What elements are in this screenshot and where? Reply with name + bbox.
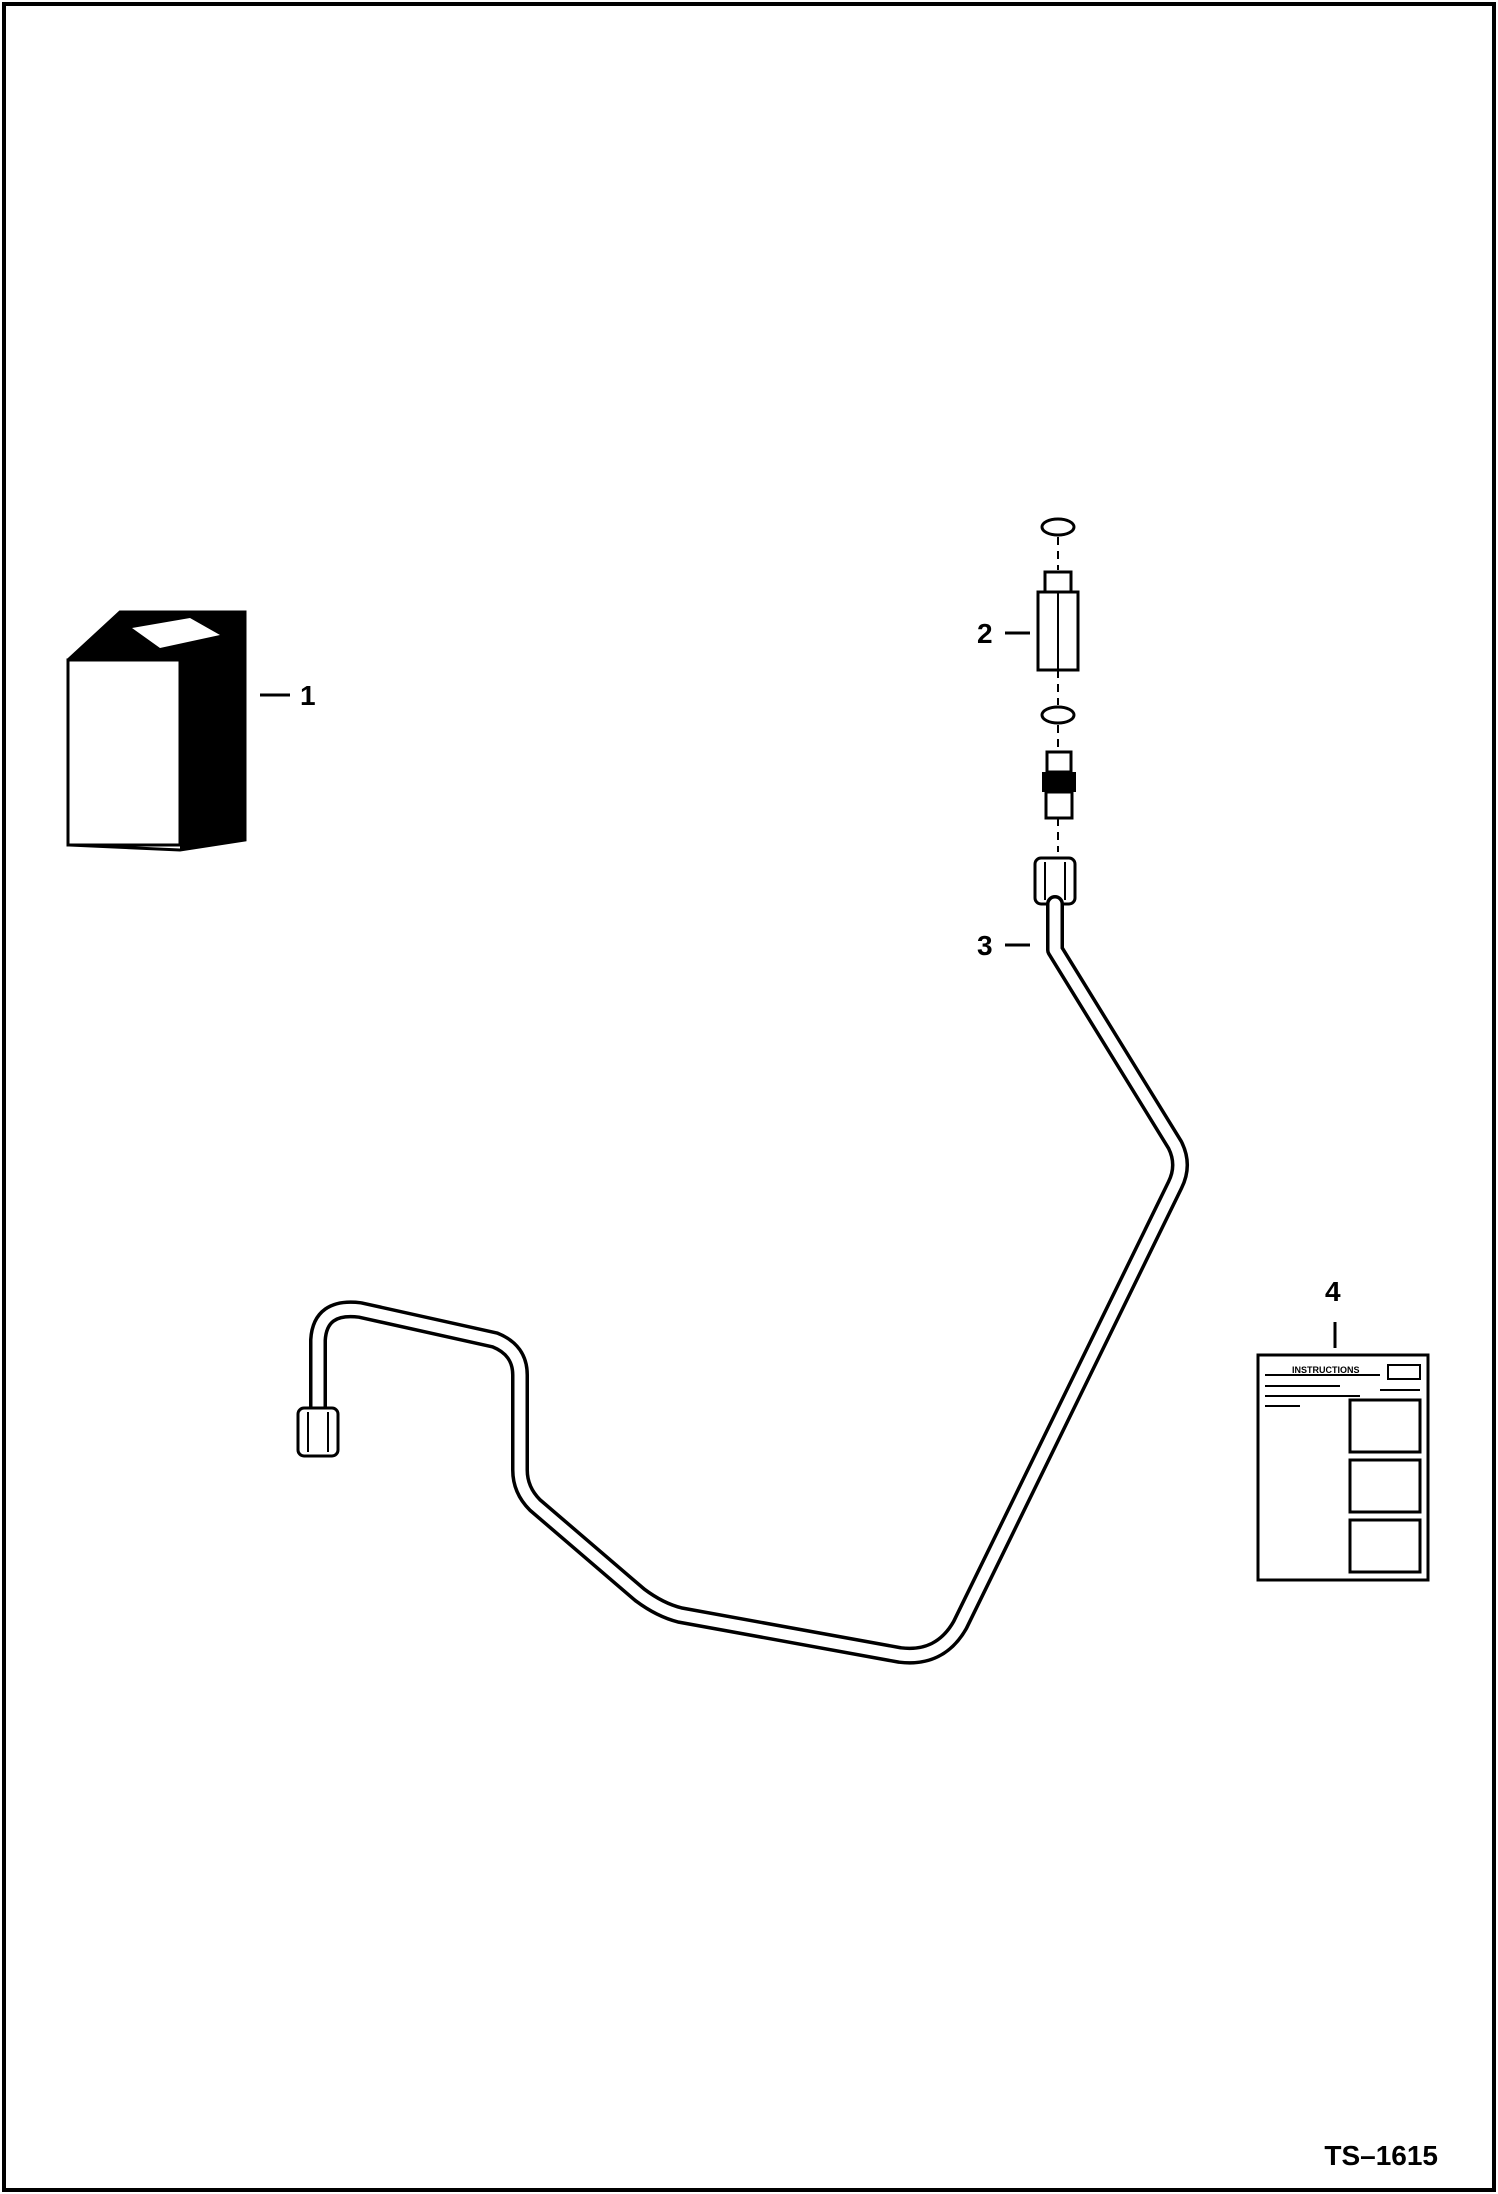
callout-item-3: 3 <box>977 930 993 961</box>
item-1-box <box>66 610 290 852</box>
callout-item-1: 1 <box>300 680 316 711</box>
callout-item-2: 2 <box>977 618 993 649</box>
callout-item-4: 4 <box>1325 1276 1341 1307</box>
item-3-tube <box>296 856 1189 1665</box>
instruction-sheet-heading-text: INSTRUCTIONS <box>1292 1365 1360 1375</box>
instruction-sheet-heading: INSTRUCTIONS <box>1292 1365 1360 1375</box>
item-4-instruction-sheet <box>1256 1322 1430 1582</box>
item-2-coupling <box>1005 517 1080 852</box>
reference-code: TS–1615 <box>1324 2140 1438 2171</box>
